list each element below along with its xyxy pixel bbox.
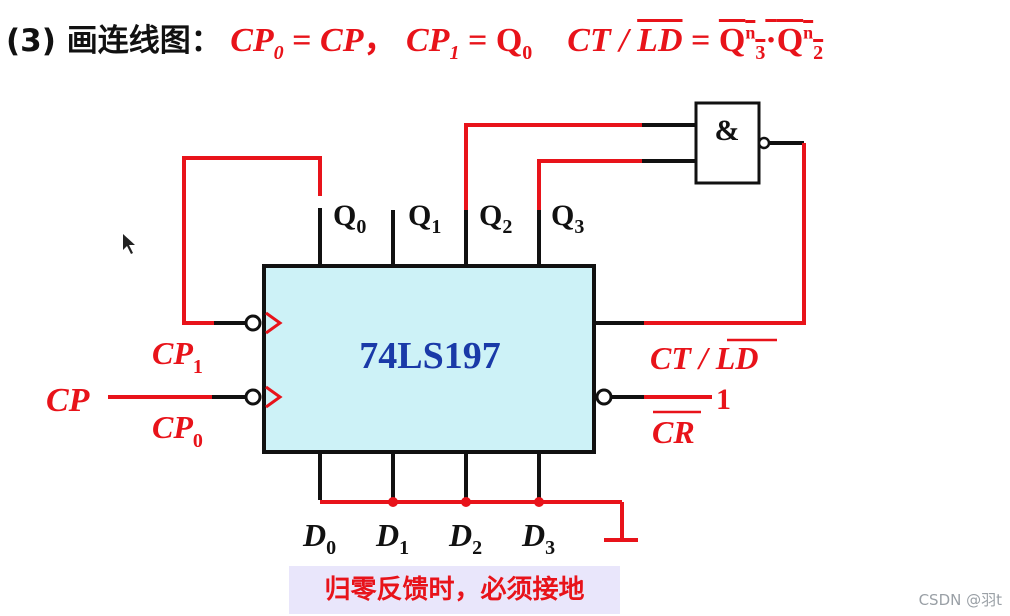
title-label: (3) 画连线图： (6, 23, 222, 59)
label-q3: Q3 (551, 199, 584, 238)
label-d3: D3 (521, 517, 555, 559)
label-cp0: CP0 (152, 409, 203, 452)
equation-ctld: CT / LD = Qn3·Qn2 (567, 22, 824, 64)
label-q2: Q2 (479, 199, 512, 238)
label-cp1: CP1 (152, 335, 203, 378)
label-q1: Q1 (408, 199, 441, 238)
wire-q0-to-cp1 (182, 156, 322, 325)
cp0-bubble (244, 388, 262, 406)
label-cr: CR (652, 414, 695, 450)
equation-cp0: CP0 = CP， (230, 22, 398, 64)
cr-bubble (595, 388, 613, 406)
chip-74ls197 (262, 264, 596, 454)
watermark-credit: CSDN @羽t (918, 591, 1002, 609)
label-d2: D2 (448, 517, 482, 559)
cp0-clock-triangle (265, 385, 283, 409)
nand-gate-symbol: & (715, 114, 740, 147)
label-ctld: CT /LD (650, 340, 758, 376)
wire-q2-to-gate (464, 123, 642, 210)
chip-label: 74LS197 (359, 335, 500, 377)
page-title: (3) 画连线图： CP0 = CP， CP1 = Q0 CT / LD = Q… (6, 12, 823, 65)
wire-q3-to-gate (537, 159, 642, 210)
wire-gate-to-ctld (644, 143, 806, 325)
nand-bubble (757, 136, 771, 150)
label-d0: D0 (302, 517, 336, 559)
ground-note: 归零反馈时，必须接地 (289, 566, 620, 614)
mouse-cursor-icon (123, 234, 135, 254)
cp1-clock-triangle (265, 311, 283, 335)
equation-cp1: CP1 = Q0 (405, 22, 533, 64)
cp1-bubble (244, 314, 262, 332)
label-d1: D1 (375, 517, 409, 559)
label-cp: CP (46, 382, 90, 419)
label-q0: Q0 (333, 199, 366, 238)
label-one: 1 (716, 383, 731, 416)
